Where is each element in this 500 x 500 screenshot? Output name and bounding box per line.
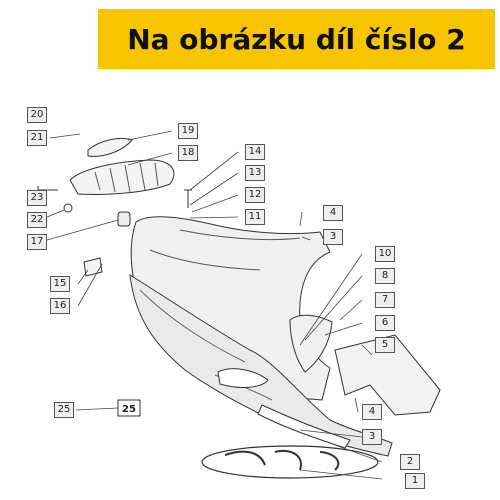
floor-trim-shape [257, 404, 351, 449]
leader-lines [39, 130, 383, 480]
callout-20[interactable]: 20 [27, 107, 47, 123]
leader-12 [191, 194, 239, 213]
side-panel-window [217, 368, 269, 388]
callout-11[interactable]: 11 [245, 209, 265, 225]
leader-1 [299, 469, 383, 480]
callout-15[interactable]: 15 [50, 276, 70, 292]
leader-4b [354, 397, 359, 413]
side-panel-shape [129, 274, 393, 457]
grab-rail-grid [94, 162, 159, 193]
callout-25[interactable]: 25 [54, 402, 74, 418]
leader-13 [189, 172, 239, 206]
callout-22[interactable]: 22 [27, 212, 47, 228]
leader-18 [127, 152, 173, 166]
leader-2 [334, 444, 383, 463]
callout-10[interactable]: 10 [375, 246, 395, 262]
banner-title: Na obrázku díl číslo 2 [127, 22, 466, 56]
callout-3-upper[interactable]: 3 [323, 229, 343, 245]
rail-cover-shape [87, 137, 133, 157]
body-panel-inner-edge [149, 229, 301, 271]
leader-21 [49, 133, 81, 139]
leader-10 [299, 253, 363, 346]
callout-7[interactable]: 7 [375, 292, 395, 308]
leader-4a [299, 211, 303, 227]
bushing-shape [117, 211, 131, 227]
leader-6 [324, 322, 363, 336]
callout-18[interactable]: 18 [178, 145, 198, 161]
callout-5[interactable]: 5 [375, 337, 395, 353]
leader-11 [189, 216, 239, 219]
washer-shape [63, 203, 73, 213]
callout-4-upper[interactable]: 4 [323, 205, 343, 221]
callout-12[interactable]: 12 [245, 187, 265, 203]
leader-17 [39, 219, 119, 243]
callout-17[interactable]: 17 [27, 234, 47, 250]
callout-3-lower[interactable]: 3 [362, 429, 382, 445]
callout-1[interactable]: 1 [405, 473, 425, 489]
leader-19 [127, 130, 173, 141]
leader-3b [299, 429, 363, 438]
emblem-label: 25 [122, 404, 136, 415]
callout-23[interactable]: 23 [27, 190, 47, 206]
clip-shape [83, 257, 103, 277]
plate-holder-shape [334, 334, 441, 416]
callout-8[interactable]: 8 [375, 268, 395, 284]
callout-6[interactable]: 6 [375, 315, 395, 331]
leader-15 [77, 269, 89, 285]
callout-21[interactable]: 21 [27, 130, 47, 146]
callout-14[interactable]: 14 [245, 144, 265, 160]
leader-25 [75, 407, 119, 411]
logo-mark-shape [224, 450, 340, 471]
leader-7 [339, 299, 363, 321]
callout-13[interactable]: 13 [245, 165, 265, 181]
callout-4-lower[interactable]: 4 [362, 404, 382, 420]
callout-19[interactable]: 19 [178, 123, 198, 139]
bracket-shape [289, 314, 333, 373]
leader-14 [189, 151, 239, 191]
title-banner: Na obrázku díl číslo 2 [98, 9, 495, 69]
leader-5 [361, 344, 373, 356]
callout-16[interactable]: 16 [50, 298, 70, 314]
callout-2[interactable]: 2 [400, 454, 420, 470]
screw-shape [184, 189, 192, 208]
leader-3a [301, 236, 311, 241]
leader-8 [304, 275, 363, 341]
grab-rail-shape [69, 159, 175, 195]
leader-16 [77, 263, 103, 307]
logo-oval-shape [201, 445, 379, 479]
